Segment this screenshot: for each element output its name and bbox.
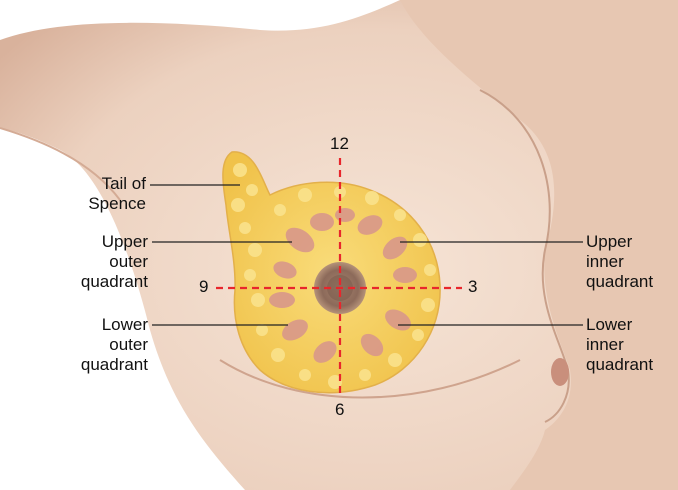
- label-upper-inner-quadrant: Upper inner quadrant: [586, 232, 674, 292]
- clock-position-12: 12: [330, 134, 349, 154]
- label-tail-of-spence: Tail of Spence: [70, 174, 146, 214]
- clock-position-3: 3: [468, 277, 477, 297]
- label-lower-inner-quadrant: Lower inner quadrant: [586, 315, 674, 375]
- nipple: [551, 358, 569, 386]
- clock-position-9: 9: [199, 277, 208, 297]
- clock-position-6: 6: [335, 400, 344, 420]
- label-upper-outer-quadrant: Upper outer quadrant: [60, 232, 148, 292]
- label-lower-outer-quadrant: Lower outer quadrant: [60, 315, 148, 375]
